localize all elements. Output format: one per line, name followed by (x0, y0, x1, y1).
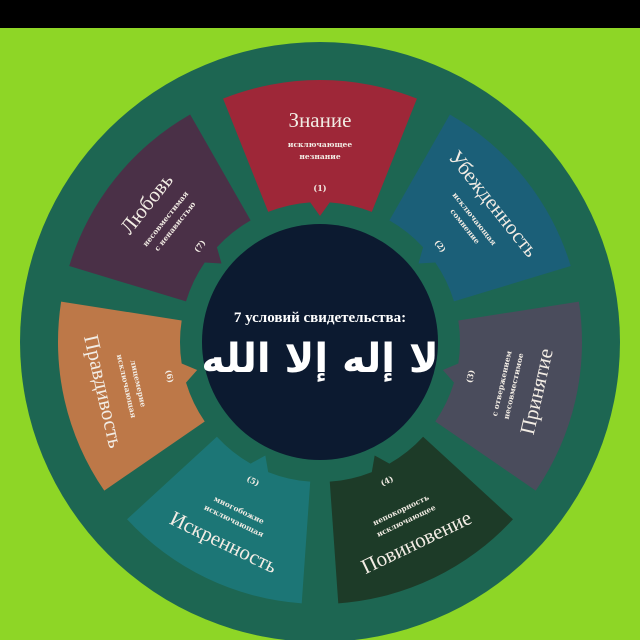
condition-number: (3) (464, 369, 477, 384)
segment-shape (435, 301, 582, 491)
condition-subtitle: исключающее (288, 140, 352, 149)
segment-shape (58, 301, 205, 491)
segment-shape (127, 436, 311, 604)
condition-title: Знание (289, 108, 352, 132)
condition-number: (1) (313, 183, 326, 193)
top-black-bar (0, 0, 640, 28)
segment-shape (329, 436, 513, 604)
segment-shape (223, 80, 417, 217)
shahada-text: لا إله إلا الله (201, 336, 438, 382)
segment-shape (389, 114, 571, 302)
condition-subtitle: незнание (299, 152, 340, 161)
condition-segment-1: Знание исключающее незнание (1) (223, 80, 417, 217)
condition-number: (6) (164, 369, 177, 384)
segment-shape (69, 114, 251, 302)
center-circle (202, 224, 438, 460)
center-heading: 7 условий свидетельства: (234, 310, 406, 326)
